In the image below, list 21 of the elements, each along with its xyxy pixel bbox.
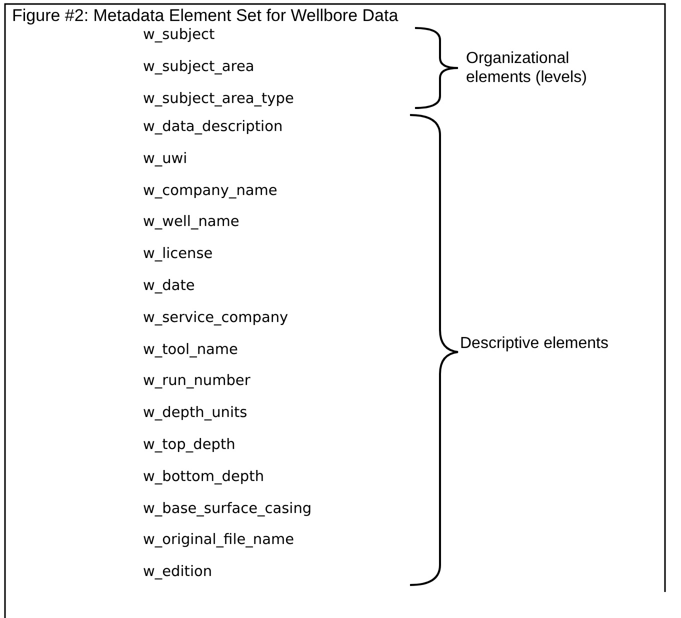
element-name: w_license: [143, 245, 213, 264]
element-name: w_original_file_name: [143, 531, 294, 550]
element-name: w_depth_units: [143, 404, 248, 422]
element-name: w_data_description: [143, 118, 283, 136]
element-name: w_top_depth: [143, 436, 236, 454]
element-name: w_uwi: [143, 150, 188, 168]
element-name: w_well_name: [143, 213, 240, 232]
element-name: w_date: [143, 277, 195, 295]
group-label: Descriptive elements: [460, 334, 610, 353]
element-name: w_subject_area_type: [143, 90, 294, 108]
element-name: w_tool_name: [143, 340, 238, 359]
element-name: w_run_number: [143, 372, 250, 390]
group-label: Organizational elements (levels): [466, 49, 588, 87]
element-name: w_subject: [143, 26, 215, 44]
element-name: w_subject_area: [143, 58, 254, 76]
figure-title: Figure #2: Metadata Element Set for Wellbore Data: [12, 6, 398, 26]
element-name: w_edition: [143, 563, 212, 582]
element-name: w_service_company: [143, 308, 288, 327]
element-name: w_bottom_depth: [143, 468, 264, 486]
element-name: w_company_name: [143, 182, 278, 200]
element-name: w_base_surface_casing: [143, 500, 312, 518]
